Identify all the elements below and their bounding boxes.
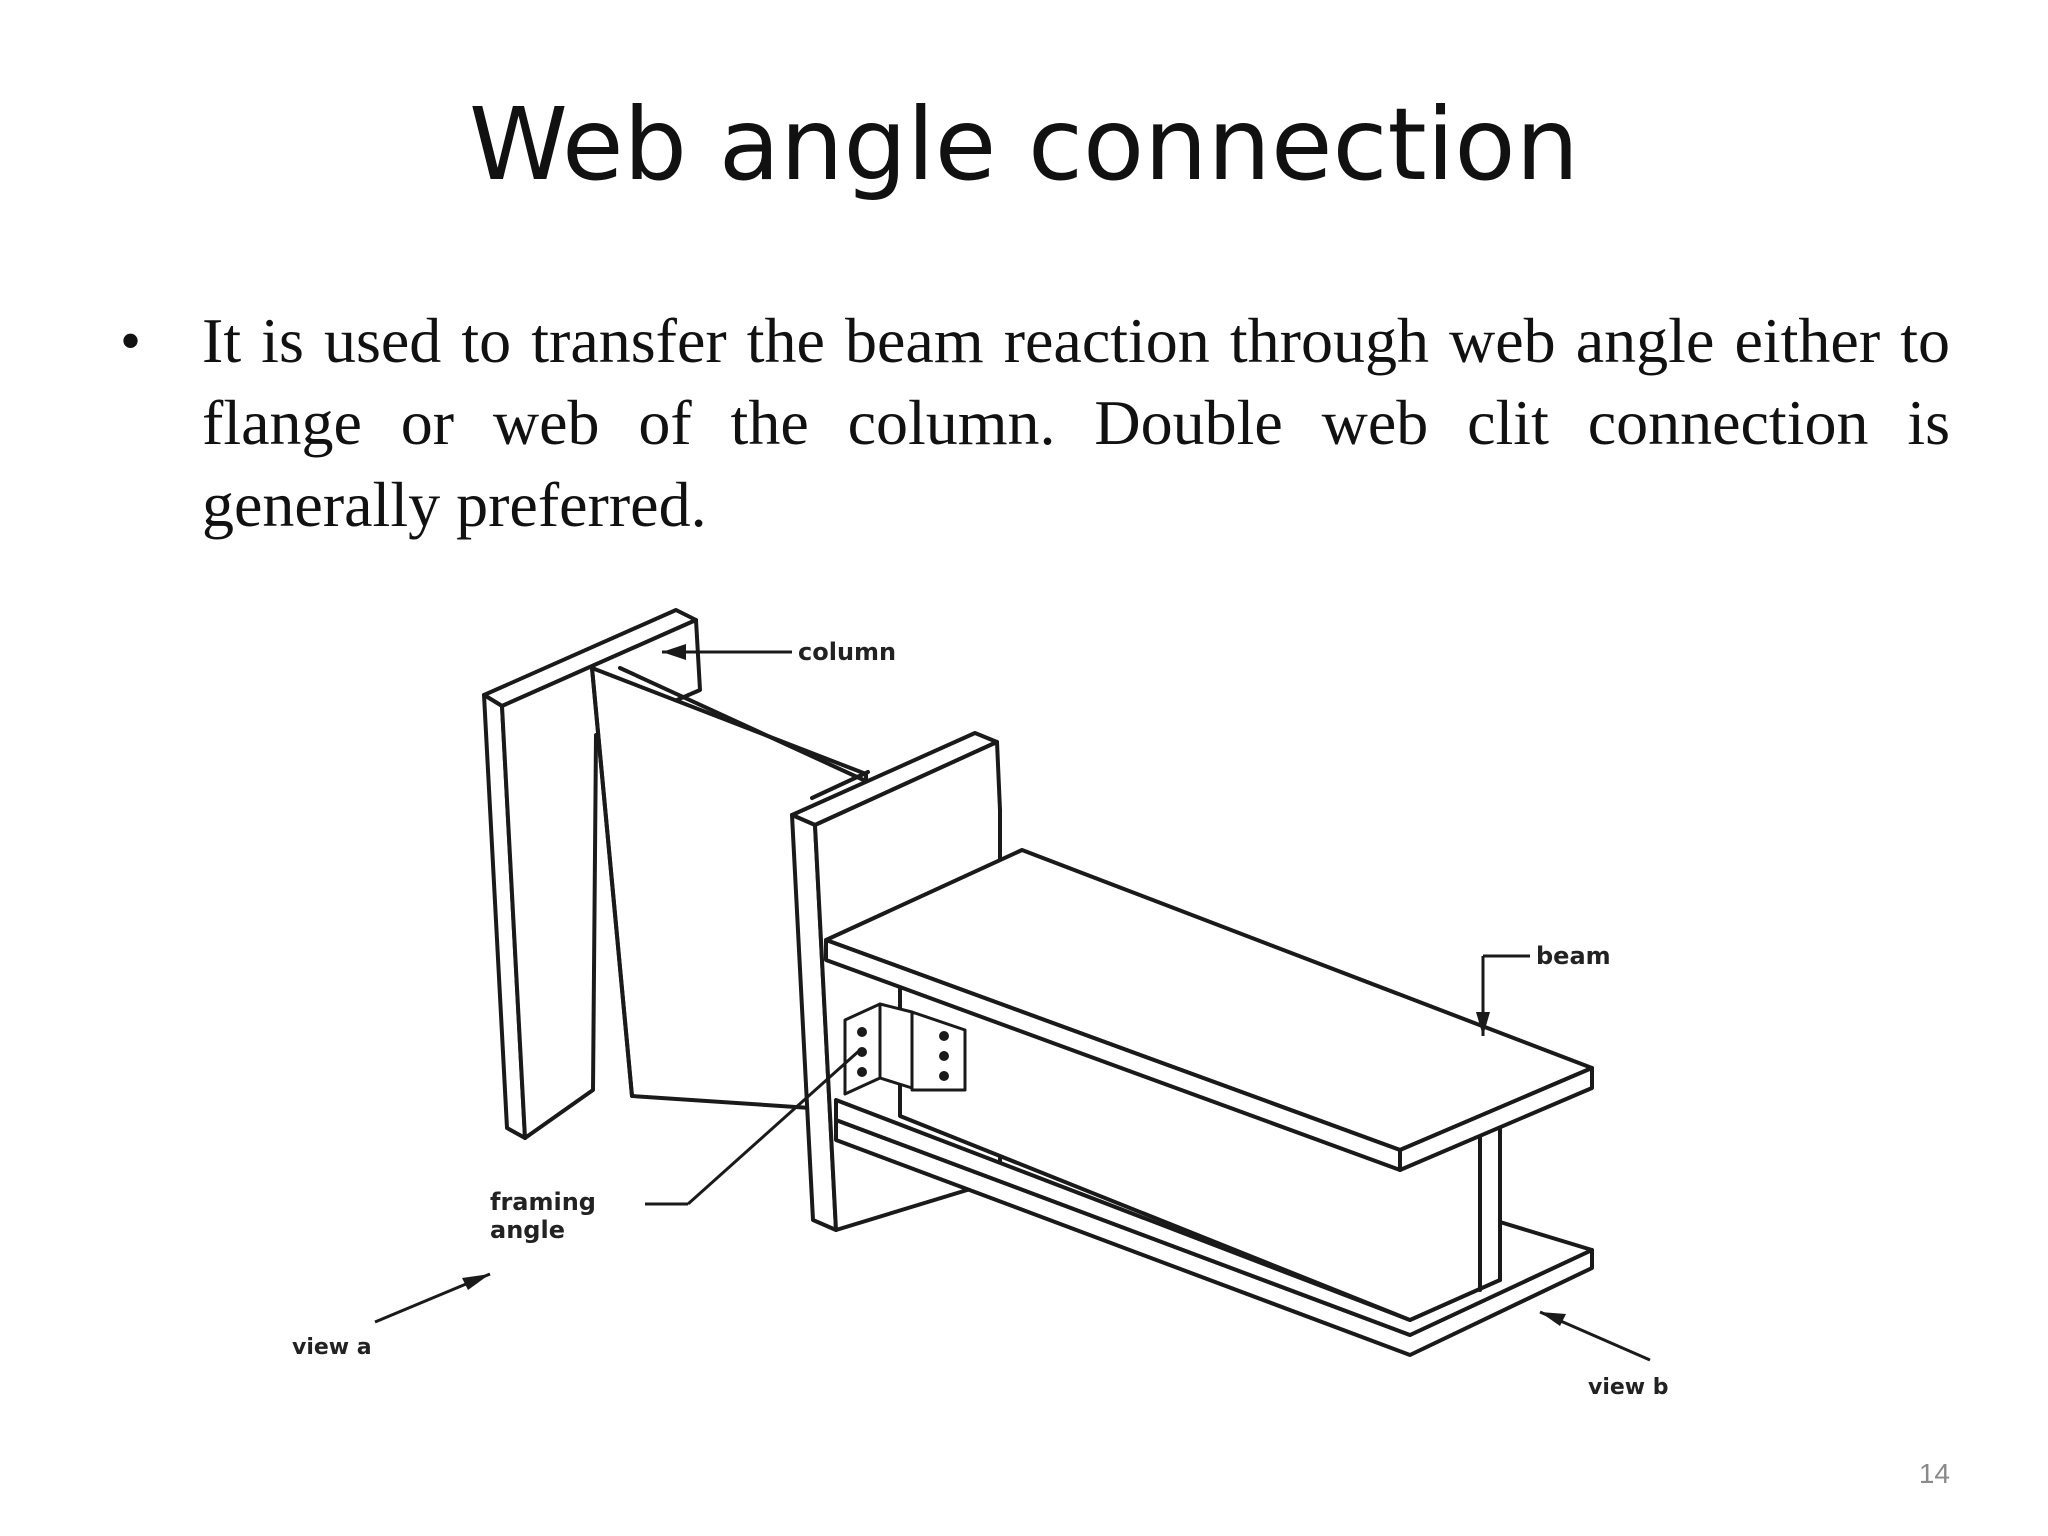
view-a-label: view a (292, 1335, 372, 1360)
view-b-arrow (1539, 1310, 1651, 1362)
beam-label: beam (1536, 942, 1611, 970)
framing-angle (843, 1002, 967, 1096)
beam-top-flange (824, 848, 1594, 1172)
framing-angle-label-line1: framing (490, 1188, 596, 1216)
view-a-arrow (374, 1272, 491, 1324)
column-back-flange (482, 608, 702, 1140)
view-b-label: view b (1588, 1375, 1669, 1400)
column-web (590, 666, 872, 1114)
bullet-marker: • (120, 308, 142, 374)
bullet-text: It is used to transfer the beam reaction… (202, 305, 1950, 540)
framing-angle-label-line2: angle (490, 1216, 565, 1244)
bolt-group (857, 1027, 949, 1081)
column-front-flange (790, 731, 1002, 1232)
beam-web (898, 970, 1502, 1322)
page-number: 14 (1918, 1458, 1950, 1489)
beam-bottom-flange (834, 1098, 1594, 1357)
column-label: column (798, 638, 896, 666)
slide-title: Web angle connection (468, 86, 1579, 203)
